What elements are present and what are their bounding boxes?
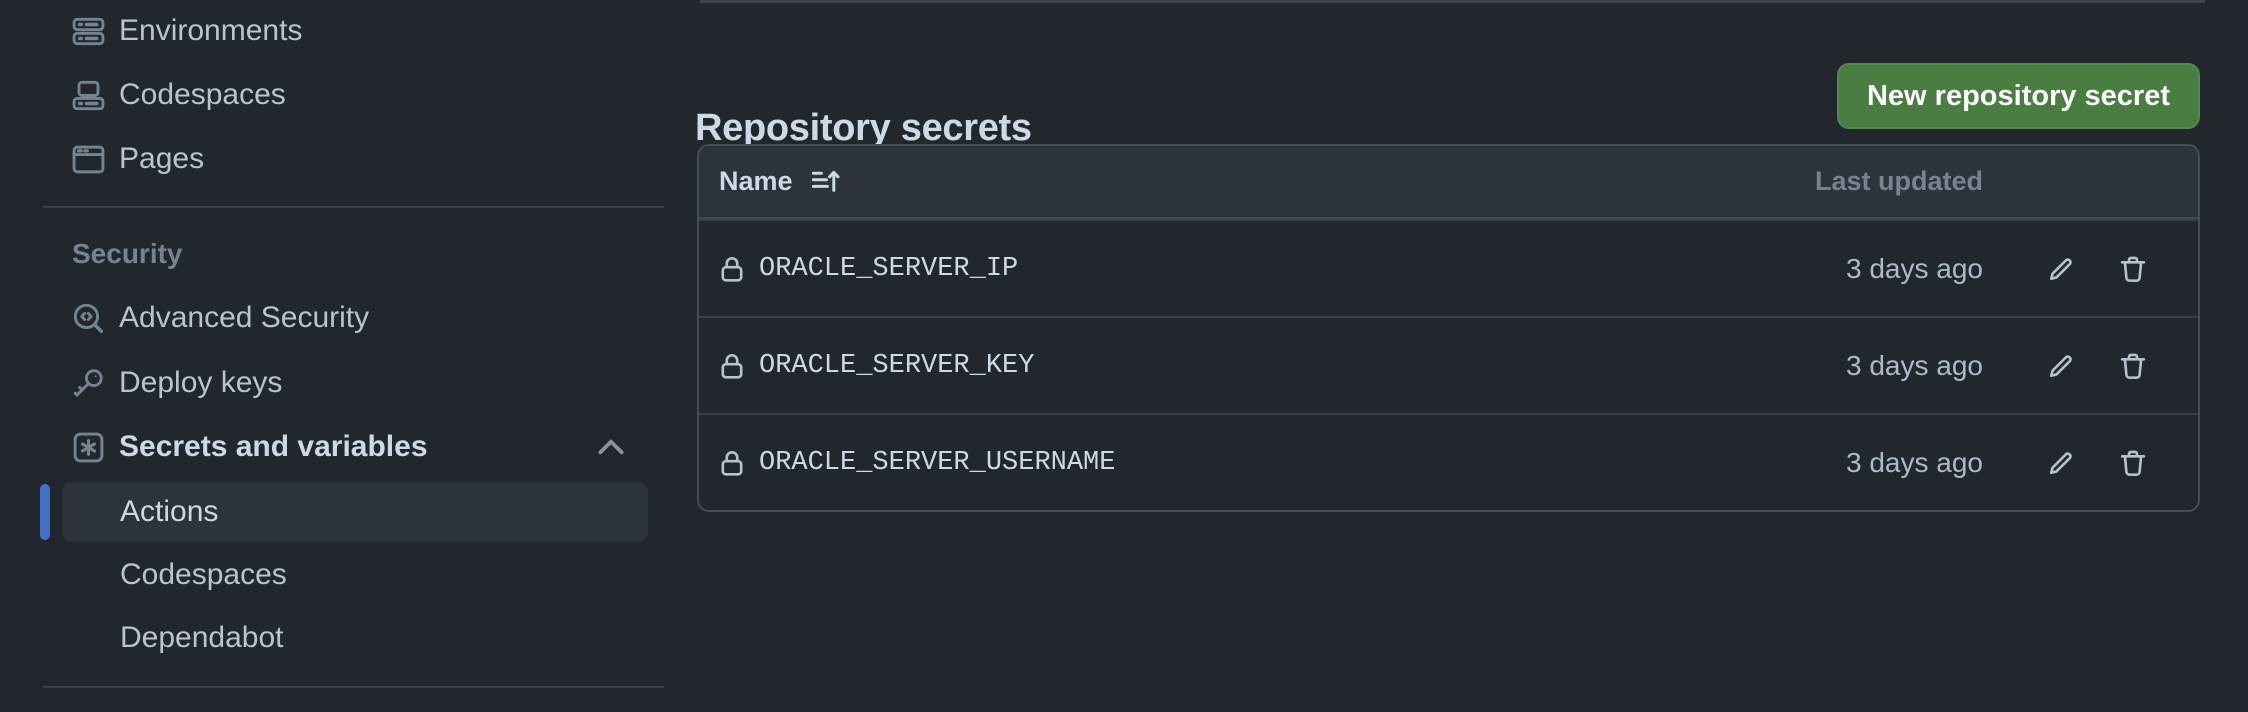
sidebar-subitem-label: Codespaces — [120, 558, 287, 591]
sidebar-subitem-codespaces[interactable]: Codespaces — [0, 545, 664, 605]
secrets-table: Name Last updated — [697, 144, 2200, 512]
sidebar-divider — [43, 686, 664, 688]
codescan-icon — [72, 302, 105, 335]
lock-icon — [717, 448, 747, 478]
secret-last-updated: 3 days ago — [1846, 252, 1983, 284]
key-icon — [72, 367, 105, 400]
sidebar-item-environments[interactable]: Environments — [0, 1, 664, 61]
secret-name-cell: ORACLE_SERVER_KEY — [717, 351, 1723, 381]
trash-icon — [2118, 351, 2148, 381]
secret-actions-cell — [1983, 448, 2198, 478]
secret-name-cell: ORACLE_SERVER_USERNAME — [717, 448, 1723, 478]
sidebar-item-codespaces[interactable]: Codespaces — [0, 65, 664, 125]
selected-item-accent-bar — [40, 484, 50, 540]
codespaces-icon — [72, 79, 105, 112]
server-icon — [72, 15, 105, 48]
delete-secret-button[interactable] — [2118, 351, 2148, 381]
secret-name-cell: ORACLE_SERVER_IP — [717, 254, 1723, 284]
sidebar-subitem-dependabot[interactable]: Dependabot — [0, 608, 664, 668]
page-title: Repository secrets — [695, 107, 1032, 150]
delete-secret-button[interactable] — [2118, 448, 2148, 478]
delete-secret-button[interactable] — [2118, 254, 2148, 284]
settings-sidebar: Environments Codespaces Pages Security — [0, 0, 664, 712]
secret-actions-cell — [1983, 254, 2198, 284]
secret-row: ORACLE_SERVER_IP 3 days ago — [699, 219, 2198, 316]
secret-row: ORACLE_SERVER_USERNAME 3 days ago — [699, 413, 2198, 510]
column-header-last-updated: Last updated — [1814, 166, 1983, 196]
sidebar-item-label: Environments — [119, 14, 303, 47]
new-repository-secret-button[interactable]: New repository secret — [1836, 63, 2200, 129]
sidebar-section-title: Security — [72, 238, 183, 269]
pencil-icon — [2046, 254, 2076, 284]
secret-name: ORACLE_SERVER_KEY — [759, 350, 1035, 381]
browser-icon — [72, 143, 105, 176]
secret-row: ORACLE_SERVER_KEY 3 days ago — [699, 316, 2198, 413]
sort-ascending-icon[interactable] — [809, 166, 841, 198]
column-header-name[interactable]: Name — [719, 166, 793, 196]
chevron-up-icon — [594, 436, 628, 458]
secret-last-updated: 3 days ago — [1846, 446, 1983, 478]
sidebar-item-label: Deploy keys — [119, 366, 283, 399]
sidebar-item-deploy-keys[interactable]: Deploy keys — [0, 353, 664, 413]
sidebar-subitem-label: Dependabot — [120, 621, 284, 654]
edit-secret-button[interactable] — [2046, 254, 2076, 284]
sidebar-item-pages[interactable]: Pages — [0, 129, 664, 189]
edit-secret-button[interactable] — [2046, 351, 2076, 381]
pencil-icon — [2046, 448, 2076, 478]
trash-icon — [2118, 448, 2148, 478]
secret-last-updated: 3 days ago — [1846, 349, 1983, 381]
section-top-divider — [700, 0, 2205, 3]
key-asterisk-icon — [72, 431, 105, 464]
secret-actions-cell — [1983, 351, 2198, 381]
lock-icon — [717, 351, 747, 381]
secrets-table-header: Name Last updated — [699, 146, 2198, 219]
sidebar-item-label: Secrets and variables — [119, 430, 428, 463]
secret-name: ORACLE_SERVER_IP — [759, 253, 1019, 284]
edit-secret-button[interactable] — [2046, 448, 2076, 478]
sidebar-subitem-label: Actions — [120, 495, 219, 528]
sidebar-item-advanced-security[interactable]: Advanced Security — [0, 288, 664, 348]
sidebar-subitem-actions[interactable]: Actions — [62, 482, 648, 542]
pencil-icon — [2046, 351, 2076, 381]
lock-icon — [717, 254, 747, 284]
sidebar-item-label: Advanced Security — [119, 301, 370, 334]
secret-name: ORACLE_SERVER_USERNAME — [759, 447, 1116, 478]
sidebar-divider — [43, 206, 664, 208]
trash-icon — [2118, 254, 2148, 284]
sidebar-item-label: Pages — [119, 142, 205, 175]
sidebar-item-label: Codespaces — [119, 78, 286, 111]
sidebar-item-secrets-and-variables[interactable]: Secrets and variables — [0, 417, 664, 477]
